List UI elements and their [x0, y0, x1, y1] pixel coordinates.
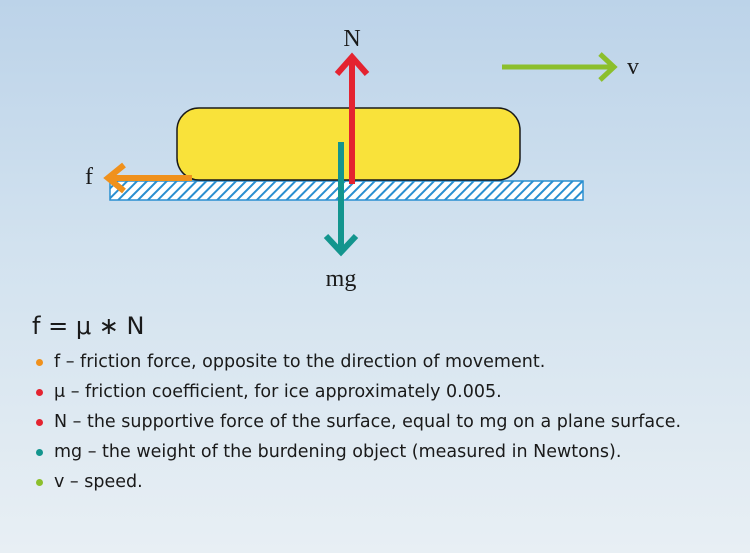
legend-text: N – the supportive force of the surface,…: [54, 412, 682, 432]
friction-arrow: [103, 162, 192, 194]
velocity-arrow: [502, 52, 618, 82]
bullet-dot-icon: [36, 479, 43, 486]
legend-item: N – the supportive force of the surface,…: [36, 410, 736, 434]
legend-item: v – speed.: [36, 470, 736, 494]
bullet-dot-icon: [36, 359, 43, 366]
bullet-dot-icon: [36, 449, 43, 456]
legend-text: f – friction force, opposite to the dire…: [54, 352, 546, 372]
normal-force-arrow: [334, 52, 370, 184]
bullet-dot-icon: [36, 419, 43, 426]
label-mg: mg: [326, 266, 357, 292]
legend-text: mg – the weight of the burdening object …: [54, 442, 622, 462]
label-v: v: [627, 54, 639, 80]
block: [176, 107, 521, 181]
friction-diagram: N v f mg: [85, 26, 639, 292]
legend-item: mg – the weight of the burdening object …: [36, 440, 736, 464]
label-f: f: [85, 164, 93, 190]
bullet-dot-icon: [36, 389, 43, 396]
legend-text: μ – friction coefficient, for ice approx…: [54, 382, 502, 402]
legend-item: f – friction force, opposite to the dire…: [36, 350, 736, 374]
friction-formula: f = μ ∗ N: [32, 312, 145, 340]
legend-text: v – speed.: [54, 472, 143, 492]
weight-arrow: [323, 142, 359, 257]
legend-list: f – friction force, opposite to the dire…: [36, 350, 736, 500]
label-N: N: [343, 26, 360, 52]
surface: [109, 180, 584, 201]
legend-item: μ – friction coefficient, for ice approx…: [36, 380, 736, 404]
